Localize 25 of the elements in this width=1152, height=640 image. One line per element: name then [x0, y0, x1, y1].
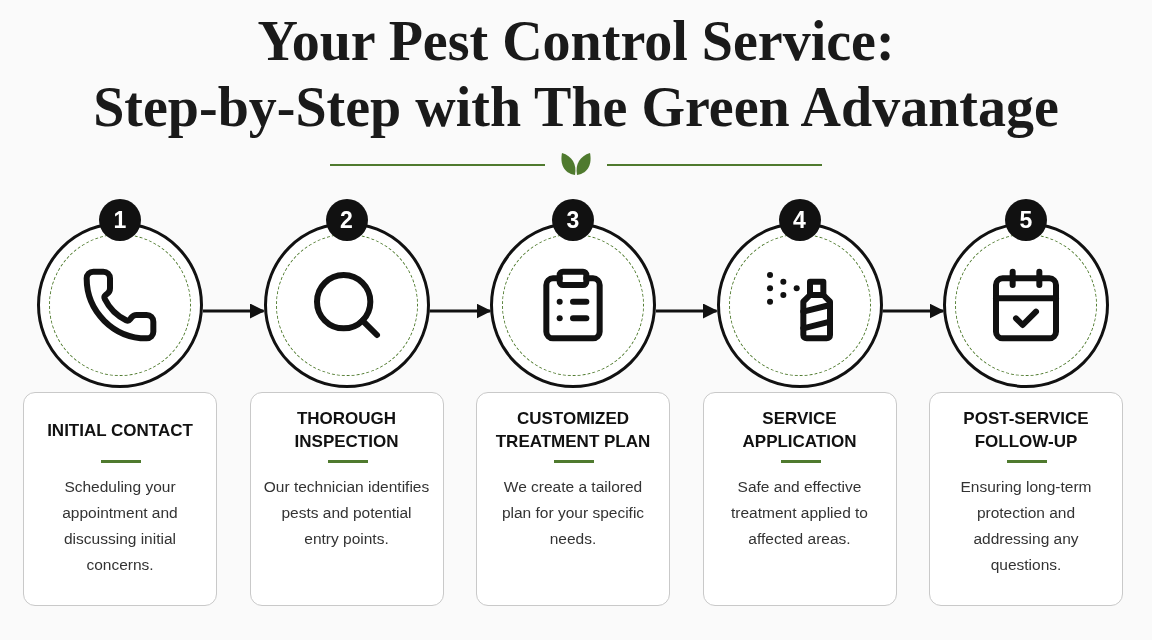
step-card	[702, 392, 897, 606]
arrow	[429, 303, 492, 319]
step-heading: POST-SERVICE FOLLOW-UP	[962, 408, 1090, 453]
step-description: Our technician identifies pests and potential entry points.	[262, 477, 431, 549]
title: Your Pest Control Service: Step-by-Step with The Green Advantage	[92, 9, 1060, 140]
step-card	[249, 392, 444, 606]
step-number: 4	[778, 199, 821, 241]
step-description: Scheduling your appointment and discussing initial concerns.	[61, 477, 179, 575]
step-card	[23, 392, 217, 606]
step-number: 3	[552, 199, 594, 241]
step-heading: SERVICE APPLICATION	[741, 408, 858, 453]
step-number: 5	[1005, 199, 1047, 241]
step-card	[476, 392, 670, 606]
arrow	[203, 303, 265, 319]
step-heading: INITIAL CONTACT	[46, 419, 194, 442]
step-heading: CUSTOMIZED TREATMENT PLAN	[494, 408, 652, 453]
step-description: Safe and effective treatment applied to affected areas.	[730, 477, 869, 549]
arrow	[882, 303, 945, 319]
step-number: 1	[99, 199, 141, 241]
step-description: We create a tailored plan for your specific needs.	[500, 477, 646, 549]
step-number: 2	[325, 199, 368, 241]
step-description: Ensuring long-term protection and addressing any questions.	[959, 477, 1093, 575]
step-card	[929, 392, 1123, 606]
arrow	[656, 303, 718, 319]
step-heading: THOROUGH INSPECTION	[293, 408, 400, 453]
